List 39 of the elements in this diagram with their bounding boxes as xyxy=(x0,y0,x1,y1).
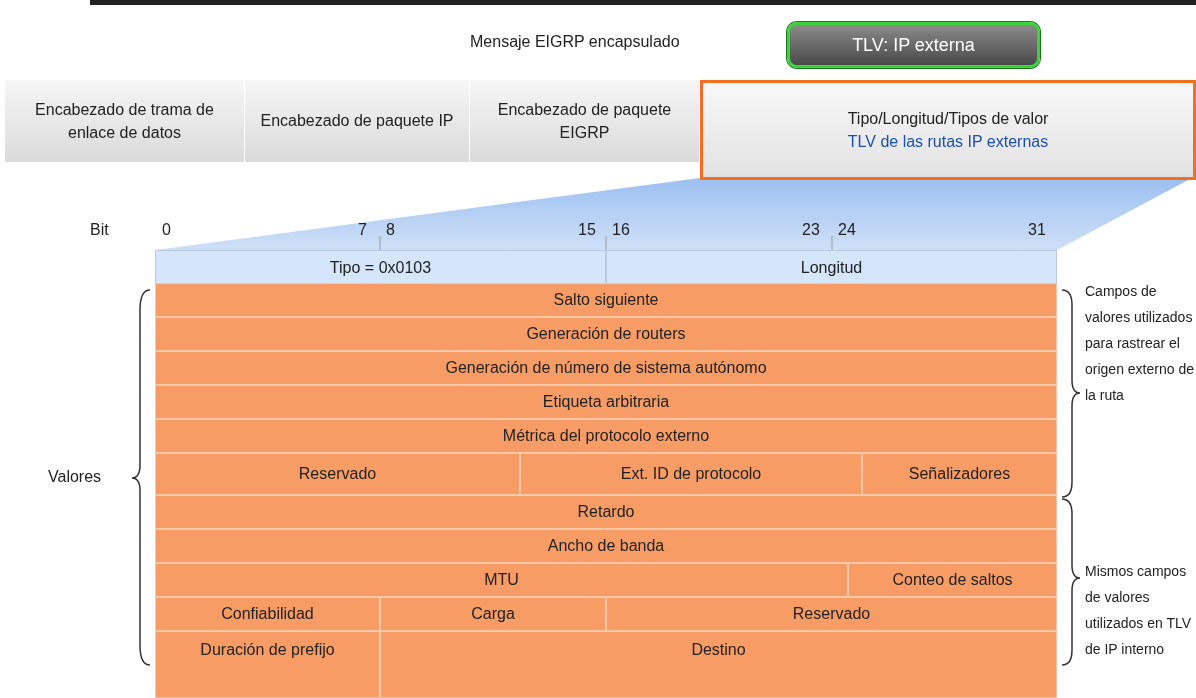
packet-field: Generación de routers xyxy=(155,317,1057,351)
highlighted-segment xyxy=(700,80,1196,180)
packet-field: Generación de número de sistema autónomo xyxy=(155,351,1057,385)
header-segment: Encabezado de trama de enlace de datos xyxy=(5,80,245,162)
bit-number: 15 xyxy=(578,221,596,239)
packet-field: Reservado xyxy=(155,453,520,495)
header-segment: Encabezado de paquete IP xyxy=(245,80,470,162)
bit-number: 24 xyxy=(838,221,856,239)
packet-field: Señalizadores xyxy=(862,453,1057,495)
packet-field: Retardo xyxy=(155,495,1057,529)
packet-field: Métrica del protocolo externo xyxy=(155,419,1057,453)
packet-field: Carga xyxy=(380,597,606,631)
packet-field: Ext. ID de protocolo xyxy=(520,453,862,495)
packet-field: MTU xyxy=(155,563,848,597)
axis-label: Bit xyxy=(90,221,109,239)
tlv-button: TLV: IP externa xyxy=(787,22,1040,68)
field-name: Tipo/Longitud/Tipos de valor xyxy=(847,108,1049,129)
packet-field: Salto siguiente xyxy=(155,283,1057,317)
packet-field: Etiqueta arbitraria xyxy=(155,385,1057,419)
packet-field: Duración de prefijo xyxy=(155,631,380,698)
packet-field: Destino xyxy=(380,631,1057,698)
bit-number: 31 xyxy=(1028,221,1046,239)
caption-text: Mensaje EIGRP encapsulado xyxy=(470,33,680,51)
note-text: Mismos campos de valores utilizados en TLV de IP interno xyxy=(1085,562,1193,659)
packet-field: Ancho de banda xyxy=(155,529,1057,563)
packet-field: Confiabilidad xyxy=(155,597,380,631)
bit-number: 7 xyxy=(358,221,367,239)
field-description: TLV de las rutas IP externas xyxy=(847,132,1049,152)
note-text: Campos de valores utilizados para rastrear el origen externo de la ruta xyxy=(1085,282,1195,405)
bit-number: 8 xyxy=(386,221,395,239)
bit-number: 0 xyxy=(162,221,171,239)
bit-number: 23 xyxy=(802,221,820,239)
packet-field: Tipo = 0x0103 xyxy=(155,250,606,285)
bit-number: 16 xyxy=(612,221,630,239)
packet-field: Reservado xyxy=(606,597,1057,631)
packet-field: Conteo de saltos xyxy=(848,563,1057,597)
packet-field: Longitud xyxy=(606,250,1057,285)
brace-label: Valores xyxy=(48,468,102,486)
header-segment: Encabezado de paquete EIGRP xyxy=(470,80,700,162)
